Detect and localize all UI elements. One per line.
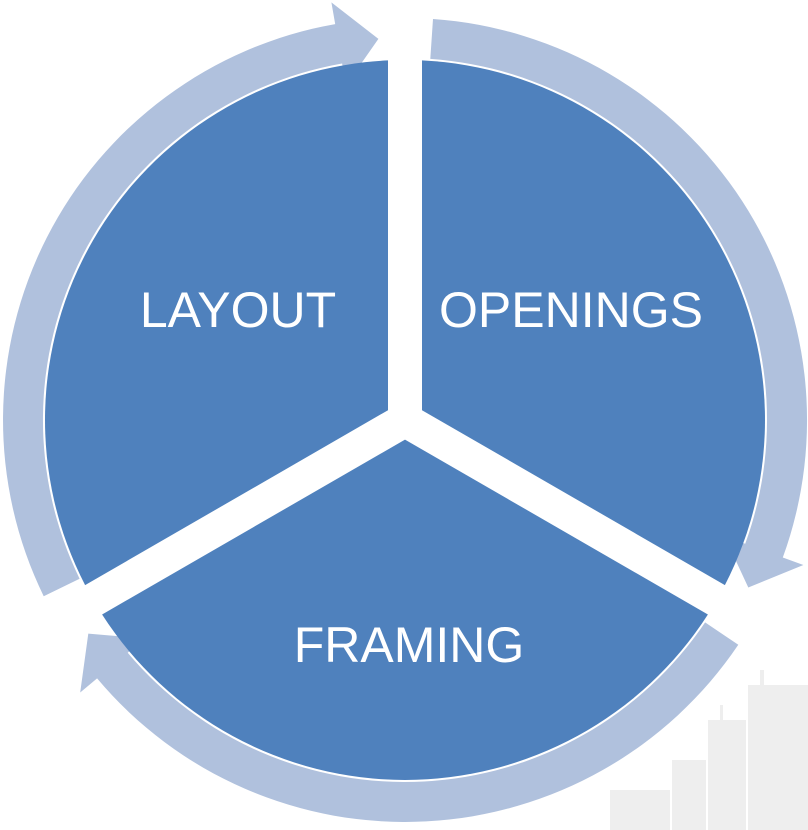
segment-layout (45, 60, 389, 586)
city-skyline-watermark-icon (610, 670, 808, 830)
cycle-arrow-ring (3, 2, 808, 822)
segment-framing (102, 439, 708, 780)
cycle-arrow-openings-to-framing (430, 19, 808, 588)
cycle-arrow-layout-to-openings (3, 2, 379, 597)
segment-openings (422, 60, 765, 586)
cycle-segments (45, 60, 765, 780)
cycle-arrow-framing-to-layout (80, 622, 739, 822)
segment-label-layout: LAYOUT (140, 282, 336, 338)
segment-label-framing: FRAMING (294, 617, 525, 673)
segment-label-openings: OPENINGS (439, 282, 703, 338)
